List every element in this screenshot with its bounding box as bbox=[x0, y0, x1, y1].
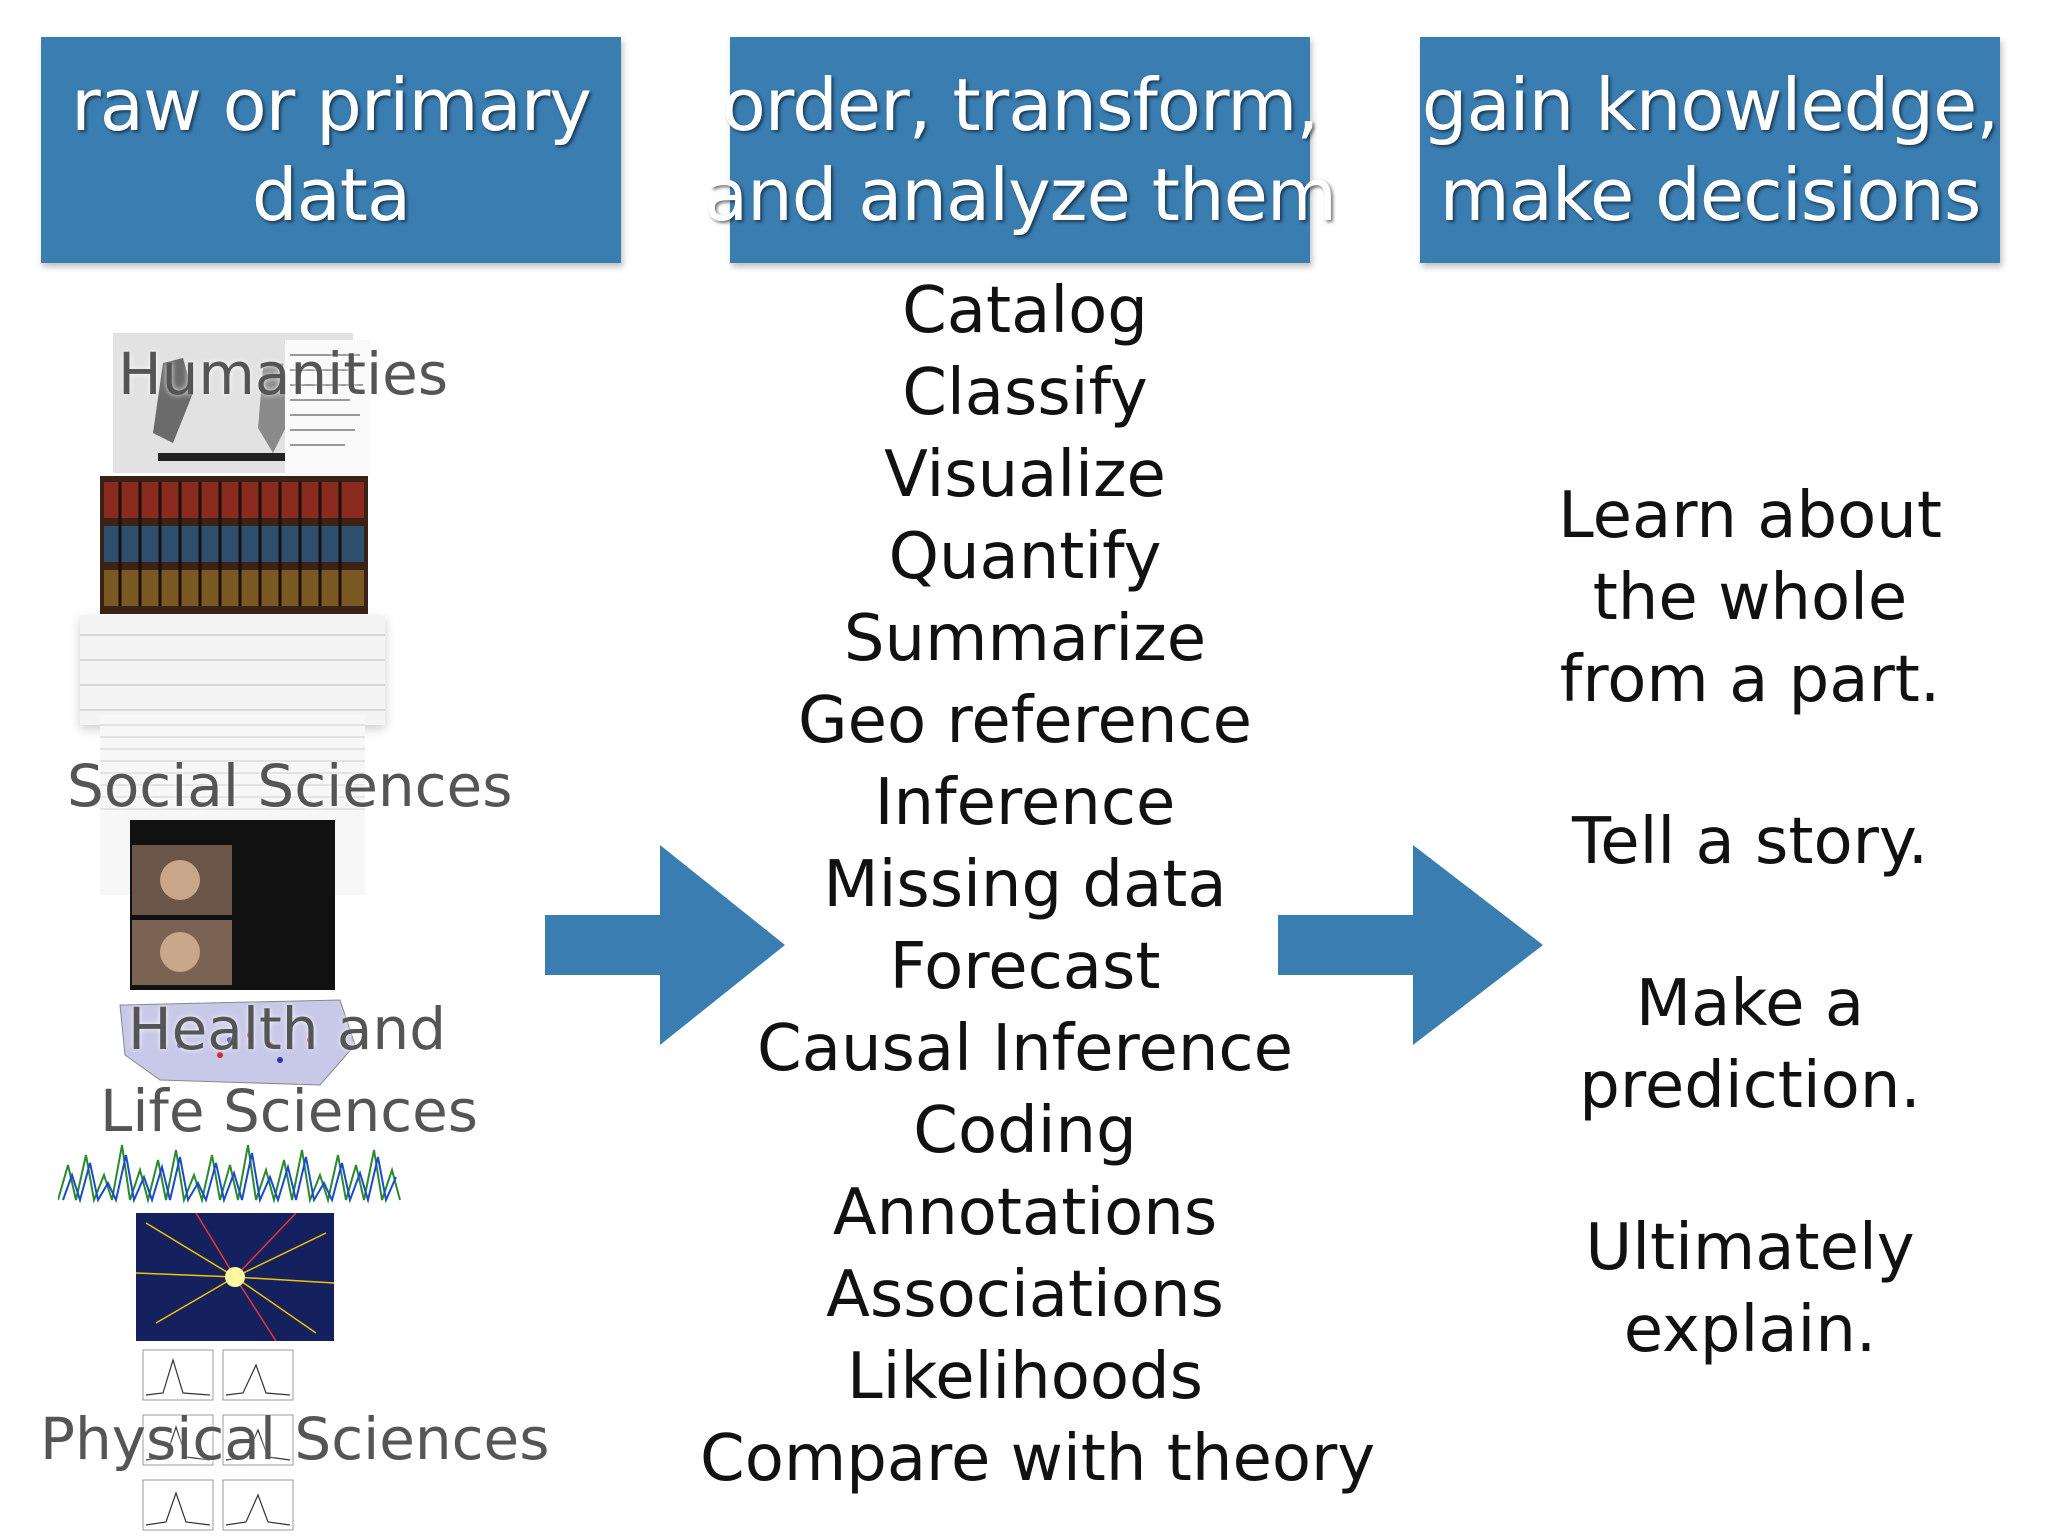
step-item: Quantify bbox=[888, 520, 1162, 594]
artifact-notes-image bbox=[285, 340, 370, 475]
step-item: Coding bbox=[913, 1094, 1137, 1168]
particle-collision-image bbox=[136, 1213, 334, 1341]
goal-line: the whole bbox=[1592, 561, 1908, 635]
header-raw-data: raw or primary data bbox=[41, 37, 621, 263]
step-item: Associations bbox=[826, 1258, 1224, 1332]
header-raw-line1: raw or primary bbox=[71, 63, 592, 147]
goal-line: Learn about bbox=[1558, 479, 1942, 553]
step-item: Compare with theory bbox=[700, 1422, 1376, 1496]
survey-table-image bbox=[80, 615, 385, 725]
header-knowledge: gain knowledge, make decisions bbox=[1420, 37, 2000, 263]
arrow-right-icon bbox=[545, 845, 785, 1045]
header-raw-line2: data bbox=[251, 153, 411, 237]
step-item: Visualize bbox=[884, 438, 1166, 512]
step-item: Catalog bbox=[902, 274, 1148, 348]
goals-list: Learn about the whole from a part. Tell a s… bbox=[1500, 475, 2000, 1451]
goal-item: Tell a story. bbox=[1500, 801, 2000, 883]
bookshelf-photo bbox=[100, 476, 368, 614]
spectra-plots-image bbox=[138, 1345, 298, 1536]
label-health-and: Health and bbox=[128, 995, 447, 1063]
goal-line: from a part. bbox=[1559, 643, 1941, 717]
step-item: Geo reference bbox=[797, 684, 1253, 758]
goal-line: Make a bbox=[1635, 967, 1865, 1041]
dna-chromatogram-image bbox=[58, 1105, 410, 1205]
step-item: Causal Inference bbox=[757, 1012, 1293, 1086]
us-map-image bbox=[100, 985, 370, 1095]
step-item: Annotations bbox=[832, 1176, 1218, 1250]
header-knowledge-line2: make decisions bbox=[1439, 153, 1982, 237]
goal-item: Ultimately explain. bbox=[1500, 1207, 2000, 1371]
goal-line: Ultimately bbox=[1585, 1211, 1915, 1285]
arrow-right-icon-2 bbox=[1278, 845, 1543, 1045]
header-analyze-line2: and analyze them bbox=[703, 153, 1337, 237]
label-life-sciences: Life Sciences bbox=[100, 1077, 479, 1145]
goal-line: explain. bbox=[1623, 1293, 1877, 1367]
video-frames-image bbox=[130, 840, 335, 990]
goal-line: Tell a story. bbox=[1571, 805, 1929, 879]
step-item: Summarize bbox=[843, 602, 1207, 676]
step-item: Classify bbox=[902, 356, 1148, 430]
step-item: Missing data bbox=[823, 848, 1227, 922]
header-knowledge-line1: gain knowledge, bbox=[1421, 63, 2000, 147]
goal-line: prediction. bbox=[1579, 1049, 1921, 1123]
goal-item: Learn about the whole from a part. bbox=[1500, 475, 2000, 721]
header-analyze: order, transform, and analyze them bbox=[704, 37, 1337, 263]
header-analyze-line1: order, transform, bbox=[721, 63, 1320, 147]
step-item: Inference bbox=[874, 766, 1176, 840]
label-social-sciences: Social Sciences bbox=[67, 752, 513, 820]
step-item: Forecast bbox=[889, 930, 1161, 1004]
label-physical-sciences: Physical Sciences bbox=[40, 1405, 550, 1473]
step-item: Likelihoods bbox=[847, 1340, 1203, 1414]
goal-item: Make a prediction. bbox=[1500, 963, 2000, 1127]
label-humanities: Humanities bbox=[118, 340, 449, 408]
